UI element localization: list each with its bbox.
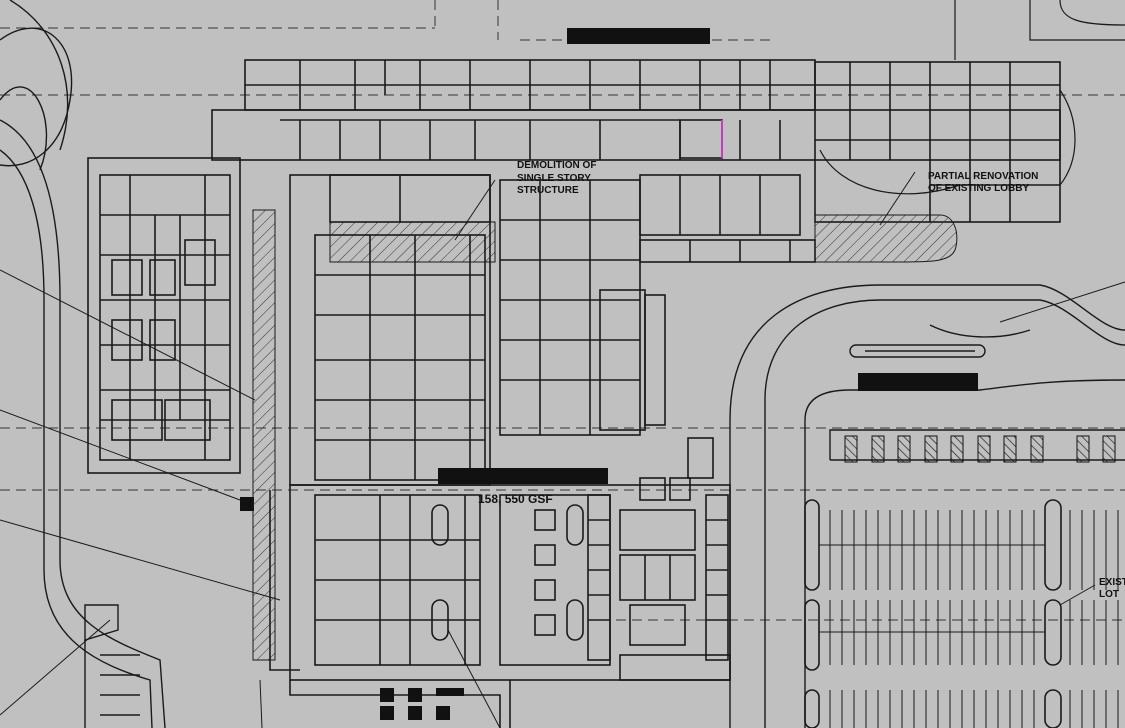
renovation-label-line-1: PARTIAL RENOVATION bbox=[928, 171, 1038, 182]
existing-lot-label-line-2: LOT bbox=[1099, 589, 1119, 600]
dashed-grid-lines bbox=[0, 0, 1125, 621]
building-central-block bbox=[289, 174, 816, 486]
building-north-wing bbox=[211, 59, 1061, 223]
west-walkway-hatch bbox=[252, 209, 276, 661]
demolition-label-line-2: SINGLE STORY bbox=[517, 173, 591, 184]
redacted-bar-top bbox=[567, 28, 710, 44]
leader-lines bbox=[0, 171, 1125, 728]
existing-lot-label-line-1: EXIST bbox=[1099, 577, 1125, 588]
redacted-bar-lot bbox=[858, 373, 978, 391]
building-west-wing bbox=[87, 157, 241, 474]
demolition-zone bbox=[329, 221, 496, 263]
parking-islands bbox=[804, 499, 1062, 728]
existing-lot-label: EXIST LOT bbox=[1099, 577, 1125, 600]
lobby-canopy bbox=[819, 0, 1125, 195]
marker-square bbox=[240, 497, 254, 511]
parking-bollards bbox=[844, 435, 1116, 463]
parking-lot bbox=[729, 284, 1125, 728]
renovation-label-line-2: OF EXISTING LOBBY bbox=[928, 183, 1029, 194]
demolition-label-line-1: DEMOLITION OF bbox=[517, 160, 596, 171]
renovation-zone bbox=[814, 214, 958, 263]
parking-stalls bbox=[819, 510, 1119, 728]
left-access-road bbox=[0, 0, 166, 728]
south-entry-blocks bbox=[380, 688, 464, 720]
area-label: 158, 550 GSF bbox=[478, 492, 553, 506]
demolition-label: DEMOLITION OF SINGLE STORY STRUCTURE bbox=[517, 160, 599, 196]
redacted-bar-middle bbox=[438, 468, 608, 484]
renovation-label: PARTIAL RENOVATION OF EXISTING LOBBY bbox=[928, 171, 1041, 194]
demolition-label-line-3: STRUCTURE bbox=[517, 185, 579, 196]
